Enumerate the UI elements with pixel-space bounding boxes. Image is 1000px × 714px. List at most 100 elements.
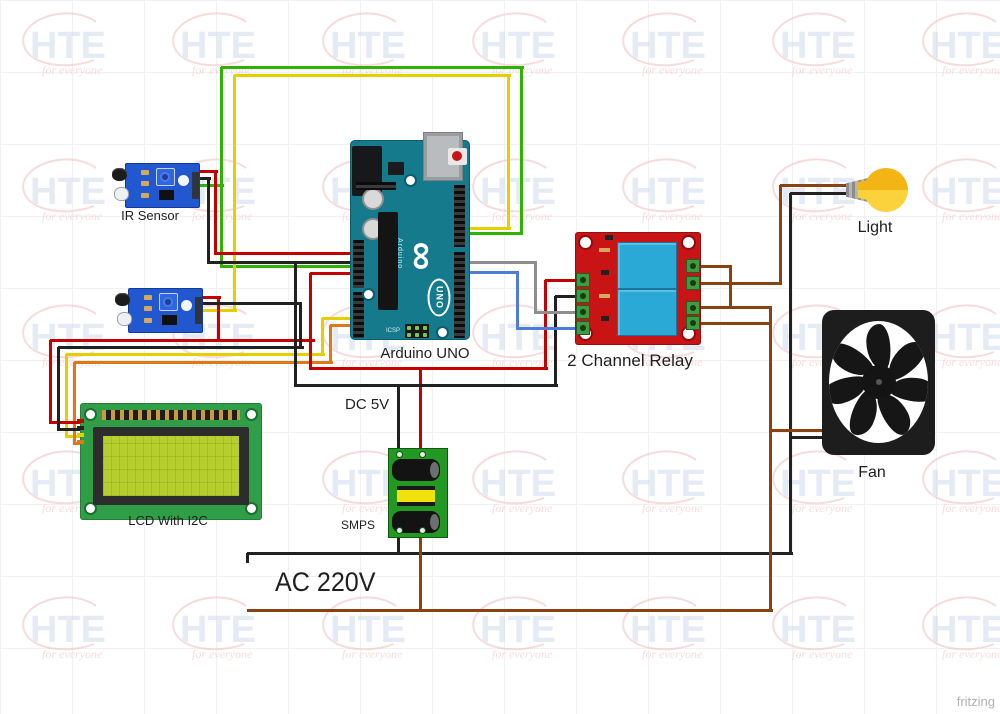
pin-header: [454, 185, 465, 247]
lcd-label: LCD With I2C: [128, 513, 208, 528]
smps-pin: [397, 528, 402, 533]
resistor-icon: [599, 294, 610, 298]
icsp-silkscreen-text: ICSP: [386, 328, 401, 334]
wire-green: [221, 66, 524, 69]
smd-pad: [144, 306, 152, 311]
i2c-pin-scl: [77, 440, 84, 444]
smd-pad: [141, 181, 149, 186]
potentiometer-icon: [159, 293, 178, 311]
smd-component: [605, 235, 613, 240]
wire-green: [520, 67, 523, 235]
ir-emitter-led-icon: [112, 168, 127, 181]
wire-brown: [698, 322, 772, 325]
arduino-label: Arduino UNO: [380, 345, 470, 362]
transformer-icon: [397, 486, 435, 506]
smps-pin: [420, 528, 425, 533]
relay-label: 2 Channel Relay: [567, 351, 693, 370]
wire-black: [397, 385, 400, 454]
wire-black: [208, 261, 352, 264]
wire-yellow: [507, 75, 510, 230]
ir-sensor-1-board: [112, 163, 200, 208]
wire-black: [200, 302, 302, 305]
terminal-block: [576, 289, 590, 303]
smd-pad: [141, 170, 149, 175]
pin-header: [356, 182, 396, 190]
wire-brown: [698, 306, 772, 309]
wire-blue: [516, 272, 519, 330]
wire-red: [310, 367, 548, 370]
capacitor-icon: [362, 188, 384, 210]
wire-black: [58, 346, 304, 349]
arduino-infinity-logo-icon: ∞: [400, 241, 445, 271]
mounting-hole: [86, 504, 95, 513]
smps-pin: [420, 452, 425, 457]
comparator-ic-icon: [162, 315, 177, 325]
wire-red: [49, 340, 52, 424]
wire-black: [295, 384, 558, 387]
wire-orange: [73, 362, 76, 445]
mounting-hole: [247, 410, 256, 419]
capacitor-icon: [392, 459, 440, 481]
wire-green: [220, 67, 223, 268]
wire-brown: [770, 429, 825, 432]
wire-red: [50, 421, 84, 424]
wire-brown: [247, 609, 773, 612]
wire-red: [545, 279, 578, 282]
mounting-hole: [181, 300, 192, 311]
relay-1-icon: [617, 242, 677, 289]
smd-pad: [144, 318, 152, 323]
wire-blue: [517, 327, 578, 330]
mounting-hole: [86, 410, 95, 419]
wire-black: [790, 436, 825, 439]
dc-5v-label: DC 5V: [345, 396, 390, 413]
bulb-glass-icon: [864, 168, 908, 212]
terminal-block: [576, 273, 590, 287]
wire-black: [58, 428, 84, 431]
relay-board: [575, 232, 701, 345]
wire-yellow: [66, 353, 325, 356]
wire-black: [397, 532, 400, 555]
wire-red: [309, 273, 312, 370]
mounting-hole: [364, 290, 373, 299]
wire-gray: [534, 262, 537, 314]
wire-yellow: [65, 354, 68, 438]
terminal-block: [686, 276, 700, 290]
potentiometer-icon: [156, 168, 175, 186]
mounting-hole: [247, 504, 256, 513]
wire-black: [294, 262, 297, 387]
wire-black: [299, 303, 302, 349]
wire-black: [207, 178, 210, 264]
terminal-block: [576, 305, 590, 319]
wire-yellow: [321, 318, 324, 356]
pin-header: [353, 240, 364, 288]
wire-yellow: [233, 75, 236, 312]
wire-brown: [729, 266, 732, 309]
wire-black: [555, 295, 578, 298]
comparator-ic-icon: [159, 190, 174, 200]
wire-brown: [698, 265, 732, 268]
fritzing-credit: fritzing: [956, 694, 995, 709]
i2c-pin-gnd: [77, 426, 84, 430]
wire-black: [247, 552, 793, 555]
ir-sensor-label: IR Sensor: [121, 208, 179, 223]
terminal-block: [686, 316, 700, 330]
smd-pad: [144, 295, 152, 300]
capacitor-icon: [392, 511, 440, 533]
mounting-hole: [580, 237, 591, 248]
relay-2-icon: [617, 289, 677, 336]
fan-hub-icon: [862, 365, 896, 399]
arduino-uno-board: ∞ UNO Arduino ICSP: [350, 132, 470, 340]
wire-red: [419, 368, 422, 454]
wire-black: [246, 553, 249, 563]
smd-component: [601, 316, 609, 321]
wire-black: [789, 193, 792, 555]
voltage-regulator-icon: [388, 162, 404, 175]
uno-logo: UNO: [427, 278, 451, 317]
wire-black: [554, 296, 557, 387]
wire-green: [466, 232, 523, 235]
reset-button-icon: [448, 148, 467, 165]
light-bulb: [820, 166, 916, 218]
smd-pad: [141, 193, 149, 198]
wire-green: [221, 265, 352, 268]
wire-brown: [419, 532, 422, 612]
